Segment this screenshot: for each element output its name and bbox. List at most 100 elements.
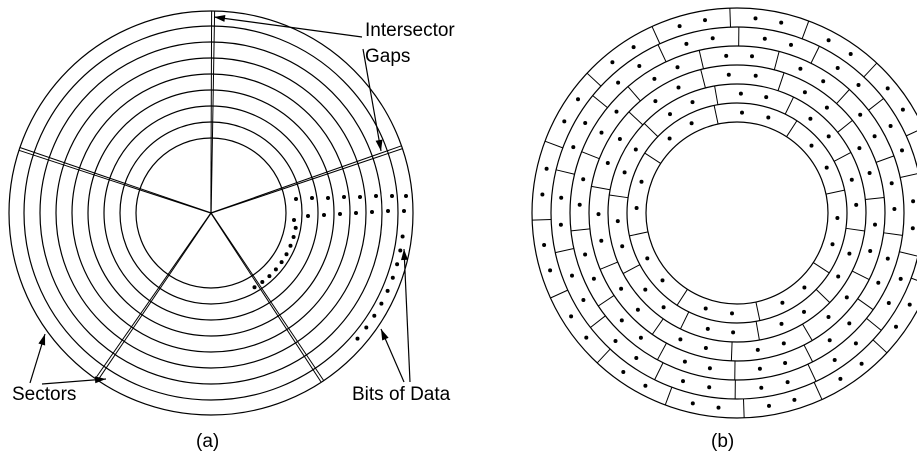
disk-b-data-bit-dot xyxy=(584,335,589,340)
disk-b-data-bit-dot xyxy=(622,170,627,175)
data-bit-dot xyxy=(273,267,278,272)
disk-b-data-bit-dot xyxy=(634,356,639,360)
disk-b-data-bit-dot xyxy=(726,72,731,77)
sector-gap-line xyxy=(97,212,212,381)
disk-b-data-bit-dot xyxy=(789,42,793,47)
disk-b-data-bit-dot xyxy=(826,134,831,139)
disk-b-sector-boundary xyxy=(777,72,785,91)
data-bit-dot xyxy=(398,248,403,253)
disk-b-data-bit-dot xyxy=(660,278,665,283)
data-bit-dot xyxy=(267,274,272,279)
disk-b-sector-boundary xyxy=(801,20,810,39)
disk-b-sector-boundary xyxy=(550,289,568,299)
disk-b-data-bit-dot xyxy=(637,64,642,68)
disk-b-data-bit-dot xyxy=(643,287,648,292)
disk-b-track xyxy=(569,45,905,381)
data-bit-dot xyxy=(379,301,384,306)
data-bit-dot xyxy=(326,196,330,200)
disk-b-data-bit-dot xyxy=(710,36,715,41)
disk-b-data-bit-dot xyxy=(910,226,915,231)
disk-b-sector-boundary xyxy=(657,44,667,63)
disk-b-data-bit-dot xyxy=(753,16,758,21)
data-bit-dot xyxy=(400,234,405,239)
data-bit-dot xyxy=(322,213,326,217)
disk-b-data-bit-dot xyxy=(781,341,786,346)
data-bit-dot xyxy=(306,214,310,218)
disk-b-data-bit-dot xyxy=(836,274,841,279)
disk-b-data-bit-dot xyxy=(885,86,890,91)
disk-b-data-bit-dot xyxy=(635,307,640,312)
disk-b-sector-boundary xyxy=(713,105,719,125)
disk-b-data-bit-dot xyxy=(802,90,807,95)
disk-b-data-bit-dot xyxy=(681,379,685,384)
disk-b-data-bit-dot xyxy=(868,249,873,253)
disk-b-data-bit-dot xyxy=(894,324,898,329)
disk-b-data-bit-dot xyxy=(792,397,797,402)
disk-b-sector-boundary xyxy=(544,140,563,149)
disk-a-outer-edge xyxy=(8,10,414,416)
data-bit-dot xyxy=(291,235,296,239)
disk-b-data-bit-dot xyxy=(848,52,853,56)
label-arrowhead xyxy=(214,15,226,22)
disk-b-sector-boundary xyxy=(802,323,813,341)
disk-b-data-bit-dot xyxy=(738,91,743,96)
disk-b-sector-boundary xyxy=(836,89,850,104)
intersector-label: Intersector xyxy=(365,20,455,41)
disk-b-data-bit-dot xyxy=(780,300,785,305)
disk-b-data-bit-dot xyxy=(764,95,769,100)
disk-b-sector-boundary xyxy=(868,98,884,111)
data-bit-dot xyxy=(385,288,390,293)
disk-b-sector-boundary xyxy=(664,387,673,406)
disk-b-data-bit-dot xyxy=(707,385,712,390)
disk-b-data-bit-dot xyxy=(892,207,897,211)
disk-b-data-bit-dot xyxy=(731,330,736,335)
disk-b-data-bit-dot xyxy=(633,147,638,152)
disk-b-data-bit-dot xyxy=(867,171,872,175)
disk-b-data-bit-dot xyxy=(542,243,547,247)
disk-b-sector-boundary xyxy=(742,398,745,418)
disk-b-data-bit-dot xyxy=(766,115,771,120)
disk-b-sector-boundary xyxy=(555,248,574,254)
disk-b-sector-boundary xyxy=(730,341,733,361)
disk-b-data-bit-dot xyxy=(619,286,624,291)
label-arrows xyxy=(29,15,411,385)
data-bit-dot xyxy=(402,209,406,213)
disk-b-sector-boundary xyxy=(866,318,882,331)
disk-b-sector-boundary xyxy=(629,231,649,237)
disk-b-data-bit-dot xyxy=(767,403,771,408)
label-arrow-line xyxy=(403,248,411,383)
data-bit-dot xyxy=(355,336,360,341)
disk-b-data-bit-dot xyxy=(856,83,861,87)
disk-b-data-bit-dot xyxy=(762,36,767,41)
disk-b-data-bit-dot xyxy=(619,318,624,323)
data-bit-dot xyxy=(370,210,374,214)
data-bit-dot xyxy=(390,194,394,198)
disk-b-data-bit-dot xyxy=(614,109,619,114)
disk-b-data-bit-dot xyxy=(802,285,807,290)
disk-b-data-bit-dot xyxy=(707,366,712,371)
disk-b-sector-boundary xyxy=(865,197,885,201)
disk-b-data-bit-dot xyxy=(808,116,813,121)
disk-b-sector-boundary xyxy=(555,169,575,175)
disk-b-data-bit-dot xyxy=(853,341,858,346)
data-bit-dot xyxy=(372,313,377,318)
disk-b-data-bit-dot xyxy=(857,146,862,151)
disk-b-data-bit-dot xyxy=(830,242,835,247)
disk-b-sector-boundary xyxy=(851,270,870,281)
caption-b: (b) xyxy=(711,431,735,452)
data-bit-dot xyxy=(342,195,346,199)
disk-b-track xyxy=(607,83,867,343)
disk-b-sector-boundary xyxy=(755,301,761,321)
disk-b-data-bit-dot xyxy=(847,251,852,256)
sector-gap-line xyxy=(18,149,212,214)
disk-b-sector-boundary xyxy=(581,151,600,160)
disk-b-data-bit-dot xyxy=(634,206,639,210)
data-bit-dot xyxy=(364,325,369,330)
label-arrowhead xyxy=(94,376,106,384)
disk-b-data-bit-dot xyxy=(898,276,903,281)
disk-b-sector-boundary xyxy=(833,151,852,162)
disk-b-sector-boundary xyxy=(815,289,831,303)
disk-b-data-bit-dot xyxy=(854,202,859,207)
disk-b-data-bit-dot xyxy=(889,181,894,186)
